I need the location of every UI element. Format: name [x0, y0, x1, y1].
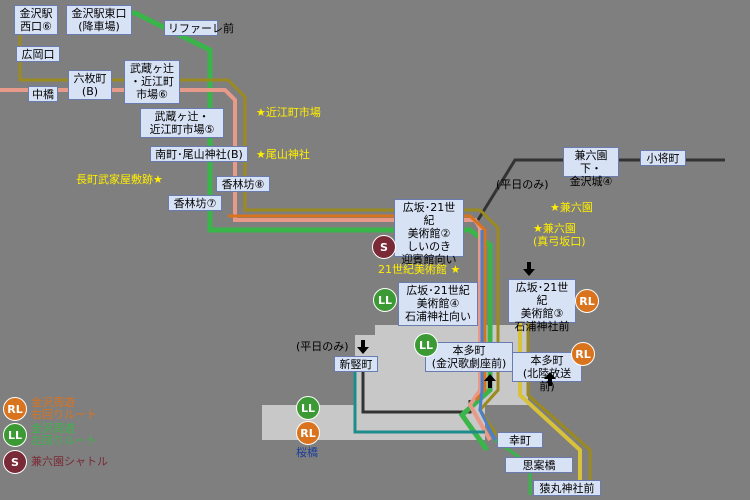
stop-kenrokuen-shita[interactable]: 兼六園下・ 金沢城④ [563, 147, 619, 188]
stop-korinbo8[interactable]: 香林坊⑧ [216, 176, 270, 192]
stop-hirosaka4[interactable]: 広坂･21世紀 美術館④ 石浦神社向い [398, 282, 478, 326]
arrow-up-icon [484, 374, 496, 388]
badge-shuttle: S [372, 235, 396, 259]
stop-shintatemachi[interactable]: 新竪町 [334, 356, 378, 372]
stop-kosho[interactable]: 小将町 [640, 150, 686, 166]
landmark-museum21: 21世紀美術館 ★ [378, 263, 461, 276]
badge-ll: LL [296, 396, 320, 420]
stop-hirosaka2[interactable]: 広坂･21世紀 美術館② しいのき 迎賓館向い [394, 199, 464, 266]
legend-ll-label: 金沢周遊 左回りルート [31, 422, 97, 447]
landmark-kenrokuen: ★兼六園 [550, 201, 593, 214]
badge-rl: RL [575, 289, 599, 313]
badge-ll: LL [373, 288, 397, 312]
stop-musashi-ichiba6[interactable]: 武蔵ヶ辻 ・近江町 市場⑥ [124, 60, 180, 104]
stop-kanazawa-higashi[interactable]: 金沢駅東口 (降車場) [66, 5, 132, 35]
arrow-up-icon [544, 372, 556, 386]
landmark-omicho: ★近江町市場 [256, 106, 321, 119]
stop-nakahashi[interactable]: 中橋 [28, 86, 58, 102]
stop-hondamachi-hokuriku[interactable]: 本多町 (北陸放送前) [512, 352, 582, 393]
stop-hirooka[interactable]: 広岡口 [16, 46, 60, 62]
stop-riferu[interactable]: リファーレ前 [164, 20, 234, 36]
badge-ll: LL [414, 333, 438, 357]
stop-korinbo7[interactable]: 香林坊⑦ [168, 195, 222, 211]
stop-sakurabashi[interactable]: 桜橋 [296, 446, 318, 459]
legend-ll-badge: LL [3, 423, 27, 447]
note-weekday-shintatemachi: (平日のみ) [296, 340, 349, 353]
landmark-oyama: ★尾山神社 [256, 148, 310, 161]
route-blue [478, 230, 497, 441]
stop-rokumai[interactable]: 六枚町 (B) [68, 70, 112, 100]
stop-saiwaicho[interactable]: 幸町 [497, 432, 543, 448]
landmark-kenrokuen-mayumi: ★兼六園 (真弓坂口) [533, 222, 586, 248]
note-weekday-east: (平日のみ) [496, 178, 549, 191]
stop-saruma[interactable]: 猿丸神社前 [533, 480, 601, 496]
legend-s-label: 兼六園シャトル [31, 455, 108, 468]
badge-rl: RL [296, 421, 320, 445]
badge-rl: RL [571, 342, 595, 366]
stop-musashi-ichiba5[interactable]: 武蔵ヶ辻・ 近江町市場⑤ [140, 108, 224, 138]
route-yellow [518, 285, 582, 495]
route-olive-south [526, 290, 592, 495]
stop-hirosaka3[interactable]: 広坂･21世紀 美術館③ 石浦神社前 [508, 279, 576, 333]
legend-s-badge: S [3, 450, 27, 474]
stop-kanazawa-nishi[interactable]: 金沢駅 西口⑥ [14, 5, 58, 35]
landmark-nagamachi: 長町武家屋敷跡★ [76, 173, 163, 186]
arrow-down-icon [523, 262, 535, 276]
stop-hondamachi-kabuki[interactable]: 本多町 (金沢歌劇座前) [425, 342, 513, 372]
legend-rl-badge: RL [3, 397, 27, 421]
route-teal [353, 372, 485, 434]
arrow-down-icon [357, 340, 369, 354]
stop-minamicho[interactable]: 南町･尾山神社(B) [150, 146, 248, 162]
stop-shianbashi[interactable]: 思案橋 [505, 457, 573, 473]
legend-rl-label: 金沢周遊 右回りルート [31, 396, 97, 421]
